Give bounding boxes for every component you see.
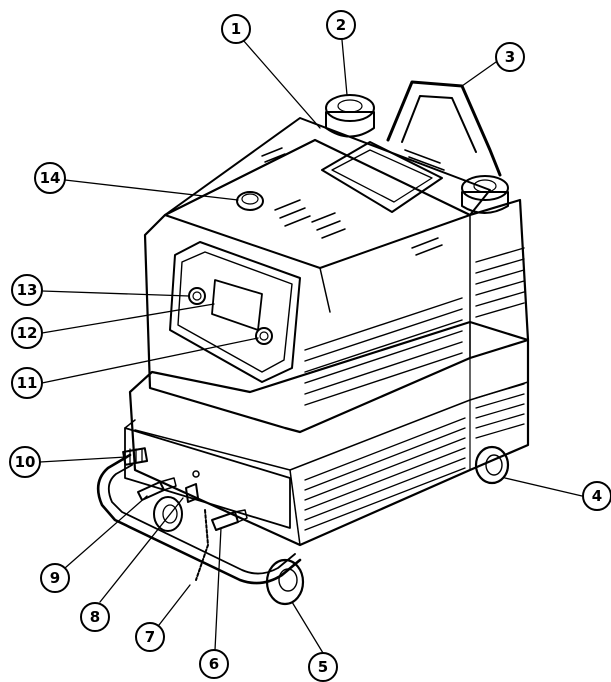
top-gauge [236,191,264,211]
connector-9 [137,477,177,501]
callout-13: 13 [11,274,43,306]
display-screen [211,279,263,331]
callout-5-label: 5 [318,658,328,676]
connection-panel [124,419,291,529]
left-knob [188,287,206,305]
callout-14-label: 14 [40,169,61,187]
callout-13-label: 13 [17,281,38,299]
connector-6 [211,509,248,531]
callout-9-label: 9 [50,569,60,587]
front-caster [265,558,305,606]
front-fill-cap [325,94,375,138]
callout-8-label: 8 [90,608,100,626]
callout-3: 3 [495,42,525,72]
callout-11: 11 [11,367,43,399]
callout-12: 12 [11,317,43,349]
connector-8 [185,470,200,503]
callout-6: 6 [199,649,229,679]
callout-2-label: 2 [336,16,346,34]
machine-illustration [96,80,530,606]
callout-14: 14 [34,162,66,194]
carry-handle [386,80,502,177]
callout-1: 1 [221,14,251,44]
right-knob [255,327,273,345]
callout-6-label: 6 [209,655,219,673]
leader-lines [39,39,583,654]
callout-4: 4 [582,481,611,511]
callout-7: 7 [135,622,165,652]
base-vents [304,383,525,531]
top-vents [261,147,443,256]
callout-8: 8 [80,602,110,632]
callout-10: 10 [9,446,41,478]
callout-12-label: 12 [17,324,38,342]
callout-1-label: 1 [231,20,241,38]
callout-11-label: 11 [17,374,38,392]
access-lid [321,141,443,213]
side-vents [304,247,525,406]
callout-7-label: 7 [145,628,155,646]
front-wheel [153,496,183,532]
callout-9: 9 [40,563,70,593]
rear-fill-cap [461,175,509,214]
callouts: 1 2 3 4 5 6 7 8 [9,10,611,682]
callout-2: 2 [326,10,356,40]
chain [195,509,209,581]
callout-5: 5 [308,652,338,682]
control-panel [169,241,301,383]
bumper-bar [96,453,302,585]
rear-wheel [474,445,510,485]
callout-4-label: 4 [592,487,602,505]
base-housing [128,320,530,547]
callout-3-label: 3 [505,48,515,66]
connector-10 [122,447,149,466]
upper-housing [143,117,530,434]
callout-10-label: 10 [15,453,36,471]
